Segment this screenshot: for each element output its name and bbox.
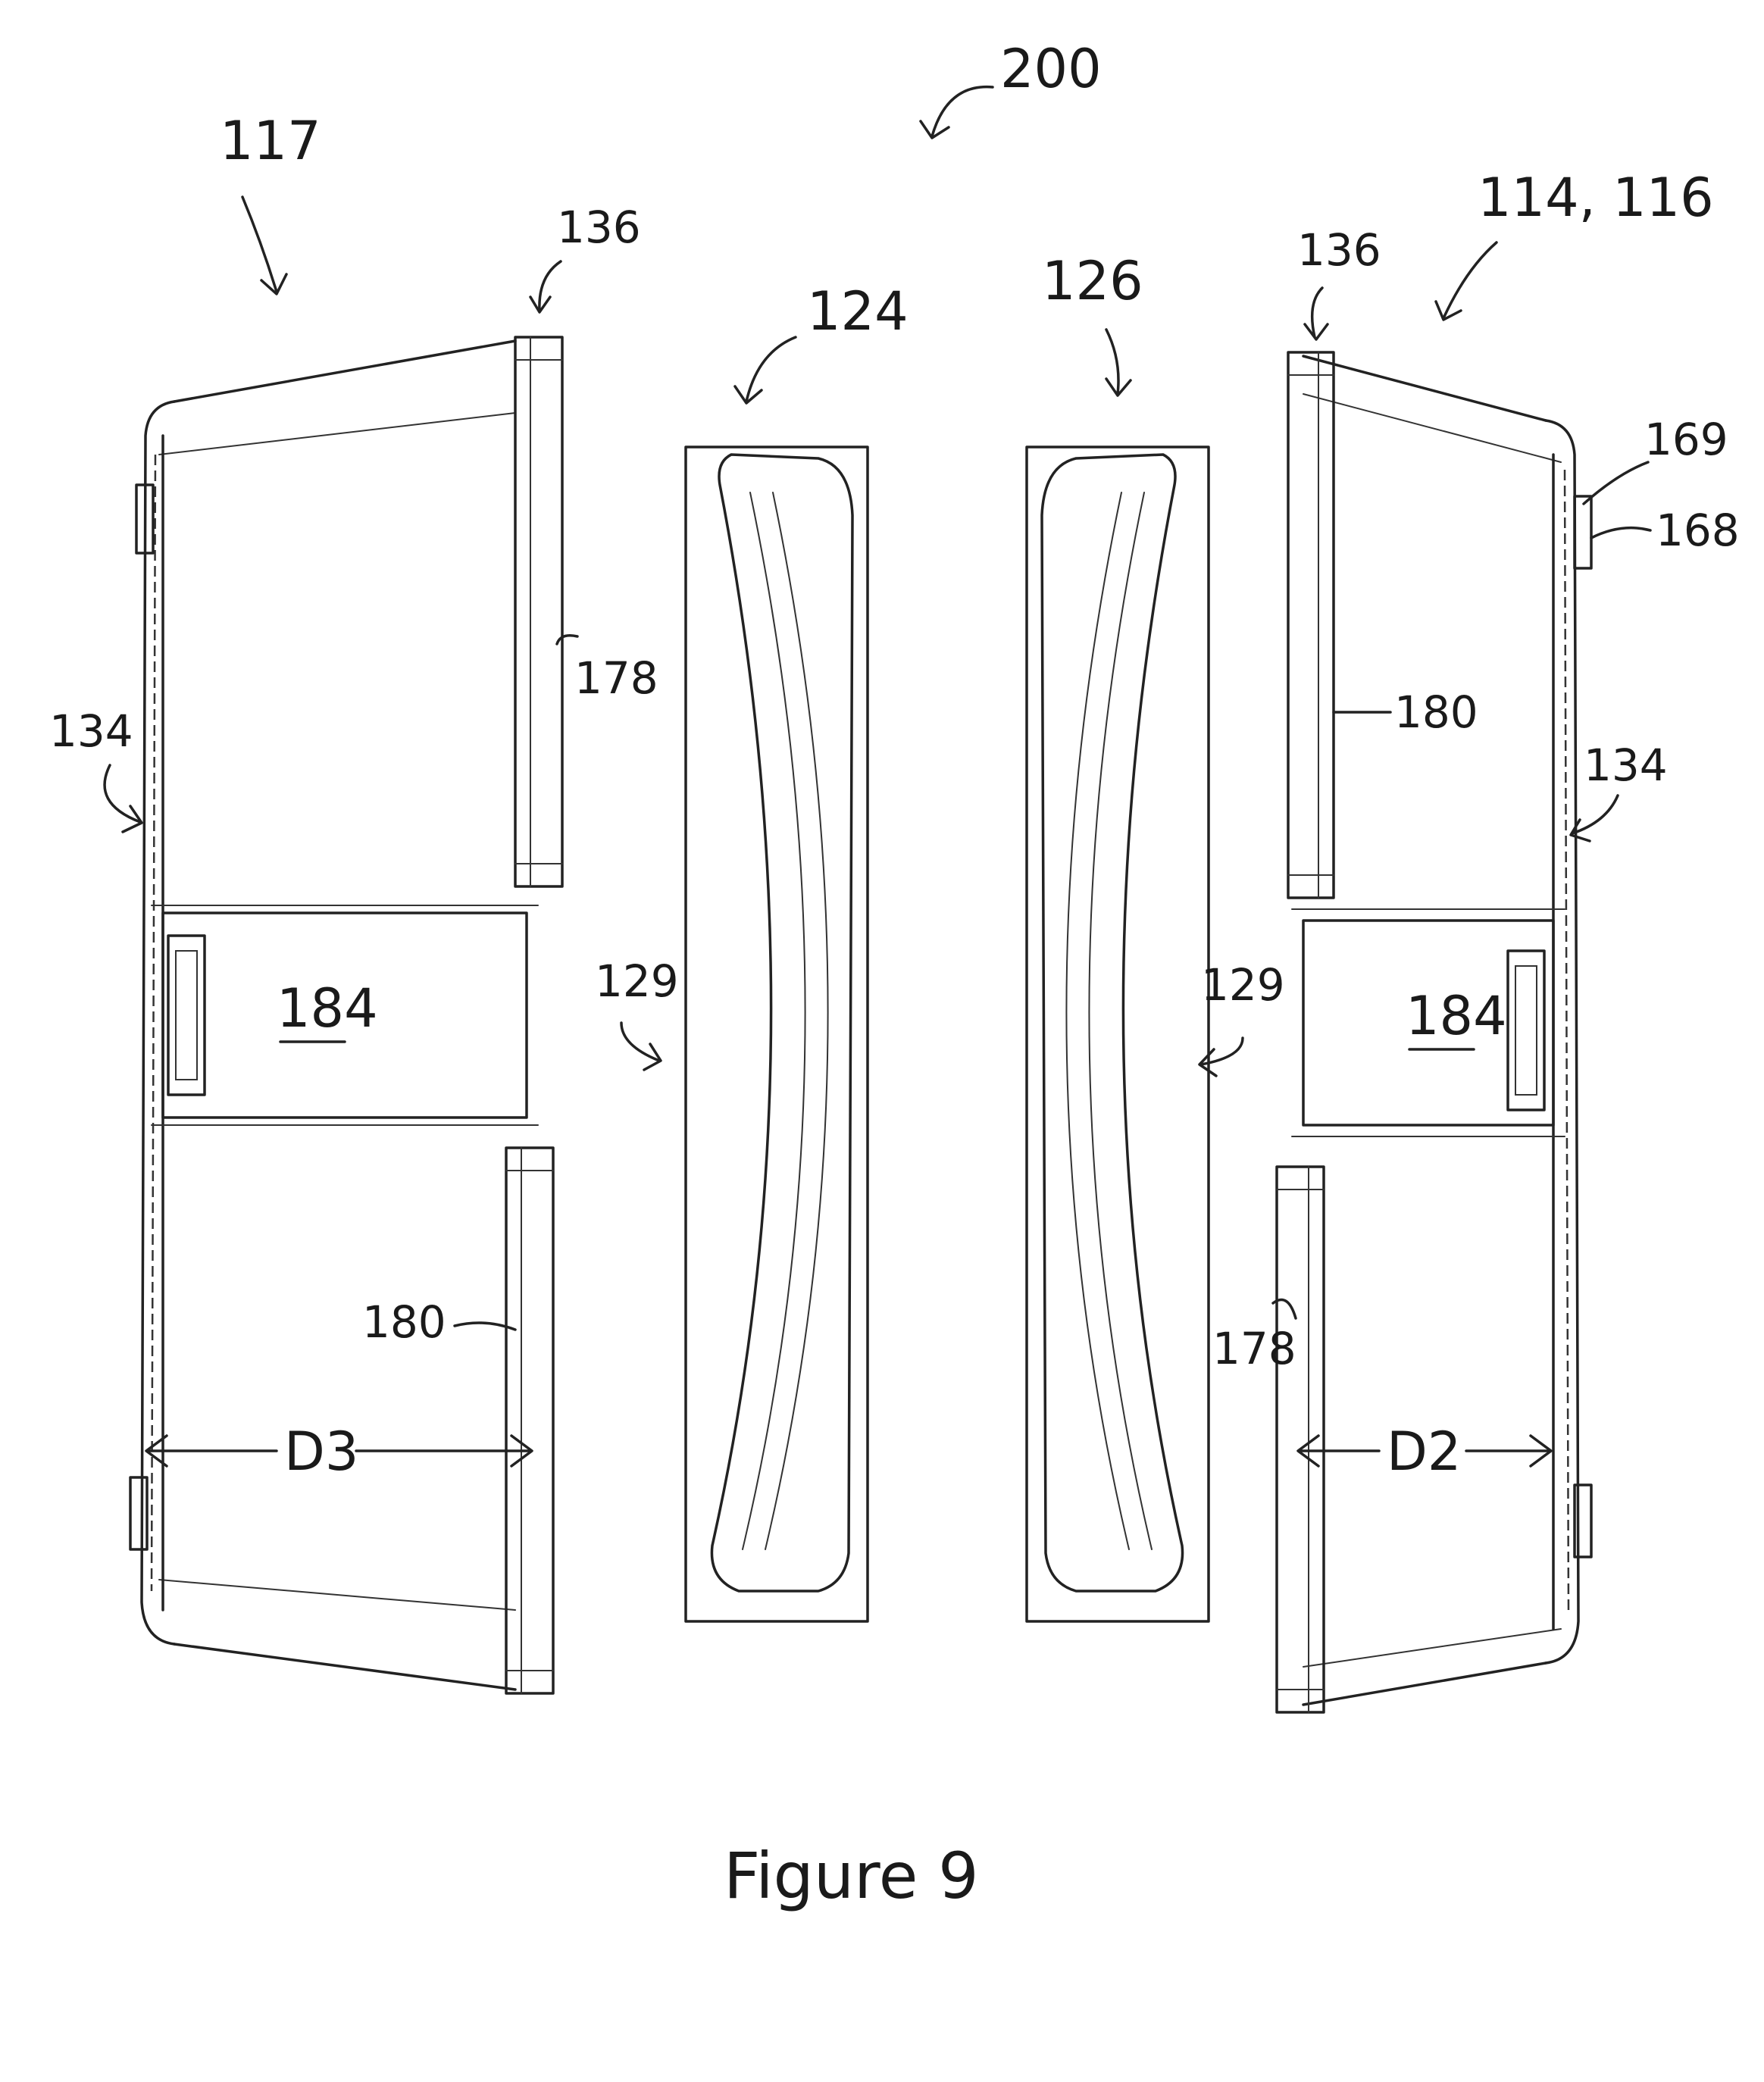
label-flange-right: 136 — [1297, 224, 1381, 276]
panel-124 — [686, 447, 868, 1621]
label-gap-right: 129 — [1201, 959, 1285, 1011]
label-handle-left: 184 — [277, 977, 378, 1039]
figure-caption: Figure 9 — [724, 1839, 979, 1913]
label-dim-right: D2 — [1387, 1421, 1461, 1483]
label-edge-left: 134 — [49, 705, 133, 757]
label-assembly: 200 — [1000, 38, 1102, 100]
label-panel-right: 126 — [1042, 250, 1143, 312]
label-hinge-upper: 169 — [1644, 414, 1728, 465]
label-panel-left: 124 — [807, 280, 909, 342]
label-flange-left: 136 — [557, 202, 641, 253]
label-right-door: 114, 116 — [1478, 167, 1714, 229]
label-handle-right: 184 — [1406, 985, 1507, 1047]
label-hinge-lower: 168 — [1656, 505, 1740, 556]
label-left-door: 117 — [220, 110, 321, 172]
label-gap-left: 129 — [595, 955, 679, 1007]
label-seal-upper-left: 178 — [574, 652, 658, 704]
label-seal-lower-right: 178 — [1212, 1323, 1296, 1374]
label-seal-lower-left: 180 — [362, 1296, 446, 1348]
label-dim-left: D3 — [284, 1421, 358, 1483]
panel-126 — [1027, 447, 1209, 1621]
label-edge-right: 134 — [1584, 739, 1668, 791]
label-seal-upper-right: 180 — [1394, 686, 1478, 738]
